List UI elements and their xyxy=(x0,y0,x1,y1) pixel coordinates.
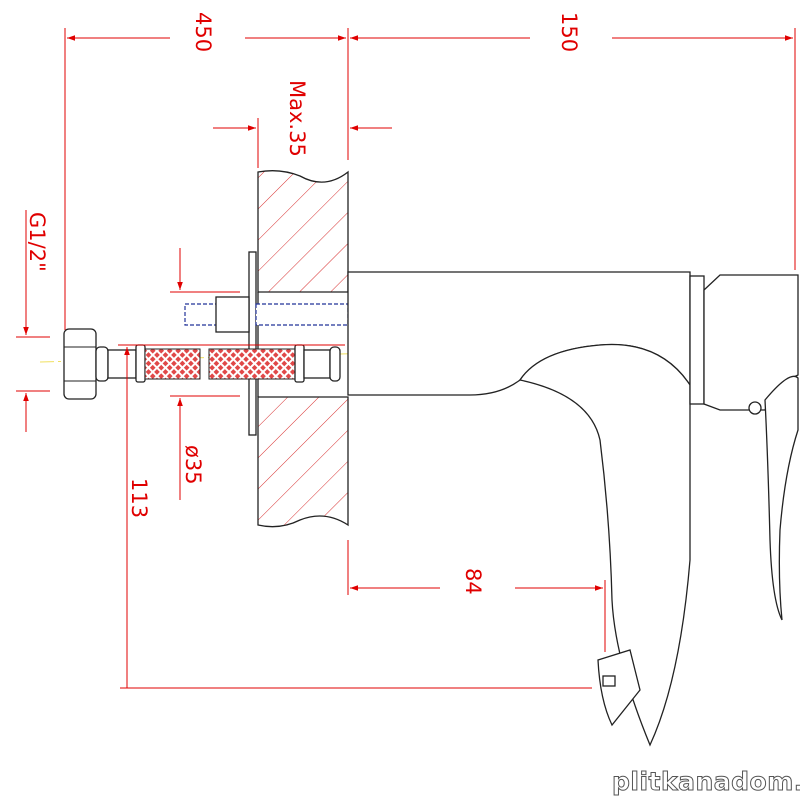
dimension-450-label: 450 xyxy=(191,12,215,52)
dimension-overall: 450 150 xyxy=(64,12,796,330)
wall-flange xyxy=(248,251,257,436)
mounting-bolt xyxy=(184,296,349,333)
dimension-150-label: 150 xyxy=(557,12,581,52)
wall-section xyxy=(257,170,349,528)
dimension-max35-label: Max.35 xyxy=(285,80,309,157)
dimension-thread: G1/2" xyxy=(16,210,50,432)
dimension-reach: 84 xyxy=(347,540,606,652)
dimension-hole: ø35 xyxy=(170,248,240,500)
dimension-thread-label: G1/2" xyxy=(25,212,49,272)
faucet-body xyxy=(347,271,799,747)
dimension-hole-label: ø35 xyxy=(181,445,205,485)
flexible-hose xyxy=(63,328,341,400)
dimension-height: 113 xyxy=(118,344,592,689)
watermark: plitkanadom.ru xyxy=(612,767,800,796)
dimension-84-label: 84 xyxy=(461,568,485,595)
dimension-max-wall: Max.35 xyxy=(213,80,392,168)
dimension-113-label: 113 xyxy=(127,478,151,518)
